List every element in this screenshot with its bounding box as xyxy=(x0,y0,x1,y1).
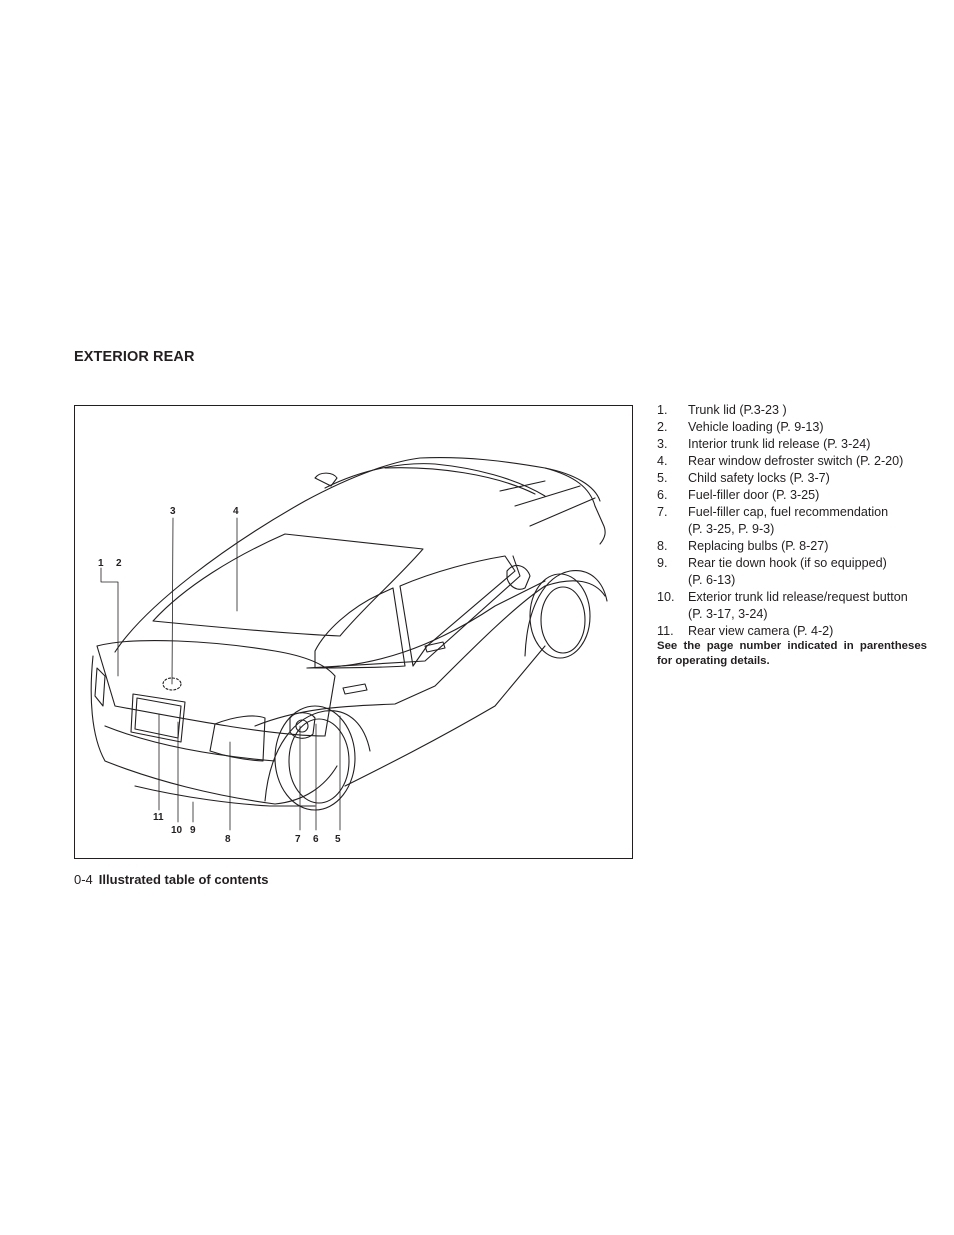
window-frame xyxy=(306,555,521,669)
beltline xyxy=(306,580,546,669)
trunk-lid xyxy=(96,640,336,737)
list-item: 10.Exterior trunk lid release/request bu… xyxy=(657,590,908,621)
bumper-line xyxy=(104,725,276,762)
bumper-lower xyxy=(134,785,316,807)
list-item: 1.Trunk lid (P.3-23 ) xyxy=(657,403,787,417)
callout-8: 8 xyxy=(225,834,231,845)
fuel-filler-door xyxy=(289,712,316,739)
list-item: 8.Replacing bulbs (P. 8-27) xyxy=(657,539,829,553)
section-title: EXTERIOR REAR xyxy=(74,349,195,365)
front-wheel-outer xyxy=(529,573,591,659)
page-number: 0-4 xyxy=(74,872,93,887)
hood-crease xyxy=(499,480,596,527)
callout-leader-1-2 xyxy=(100,567,119,677)
rear-side-window xyxy=(314,587,406,669)
callout-6: 6 xyxy=(313,834,319,845)
callout-10: 10 xyxy=(171,825,183,836)
list-item: 9.Rear tie down hook (if so equipped)(P.… xyxy=(657,556,887,587)
list-item: 6.Fuel-filler door (P. 3-25) xyxy=(657,488,820,502)
callout-3: 3 xyxy=(170,506,176,517)
car-roof-inner xyxy=(324,463,546,497)
tail-light-right xyxy=(209,715,266,762)
front-wheel-inner xyxy=(540,586,586,654)
callout-4: 4 xyxy=(233,506,239,517)
tail-light-left xyxy=(94,667,106,707)
list-item: 11.Rear view camera (P. 4-2) xyxy=(657,624,834,638)
list-item: 3.Interior trunk lid release (P. 3-24) xyxy=(657,437,871,451)
rear-wheel-arch xyxy=(264,710,371,802)
rear-door-handle xyxy=(342,683,368,695)
front-wheel-arch xyxy=(524,570,608,657)
callout-leader-3 xyxy=(171,517,174,685)
list-item: 7.Fuel-filler cap, fuel recommendation(P… xyxy=(657,505,889,536)
footer-title: Illustrated table of contents xyxy=(98,872,269,887)
side-mirror xyxy=(506,565,531,590)
sunroof-ridge xyxy=(384,467,536,495)
page-footer: 0-4 Illustrated table of contents xyxy=(74,872,269,887)
rear-bumper xyxy=(90,655,338,805)
rear-window xyxy=(152,533,424,637)
rocker-line xyxy=(344,645,546,787)
license-plate-inner xyxy=(134,697,182,739)
component-list: 1.Trunk lid (P.3-23 ) 2.Vehicle loading … xyxy=(657,402,932,640)
callout-2: 2 xyxy=(116,558,122,569)
operating-details-note: See the page number indicated in parenth… xyxy=(657,640,927,667)
fuel-filler-cap xyxy=(295,719,309,733)
front-door-handle xyxy=(424,641,446,653)
callout-1: 1 xyxy=(98,558,104,569)
car-hood xyxy=(544,467,606,545)
license-plate-recess xyxy=(130,693,186,743)
callout-7: 7 xyxy=(295,834,301,845)
callout-9: 9 xyxy=(190,825,196,836)
exterior-rear-illustration: 1 2 3 4 5 6 7 8 9 10 11 xyxy=(74,405,633,859)
callout-5: 5 xyxy=(335,834,341,845)
callout-11: 11 xyxy=(153,812,164,823)
list-item: 4.Rear window defroster switch (P. 2-20) xyxy=(657,454,904,468)
roof-antenna xyxy=(314,472,338,487)
rear-wheel-inner xyxy=(288,718,350,804)
interior-trunk-release-marker xyxy=(162,677,182,691)
front-side-window xyxy=(399,555,516,667)
list-item: 2.Vehicle loading (P. 9-13) xyxy=(657,420,824,434)
list-item: 5.Child safety locks (P. 3-7) xyxy=(657,471,830,485)
car-side-body xyxy=(254,580,606,727)
